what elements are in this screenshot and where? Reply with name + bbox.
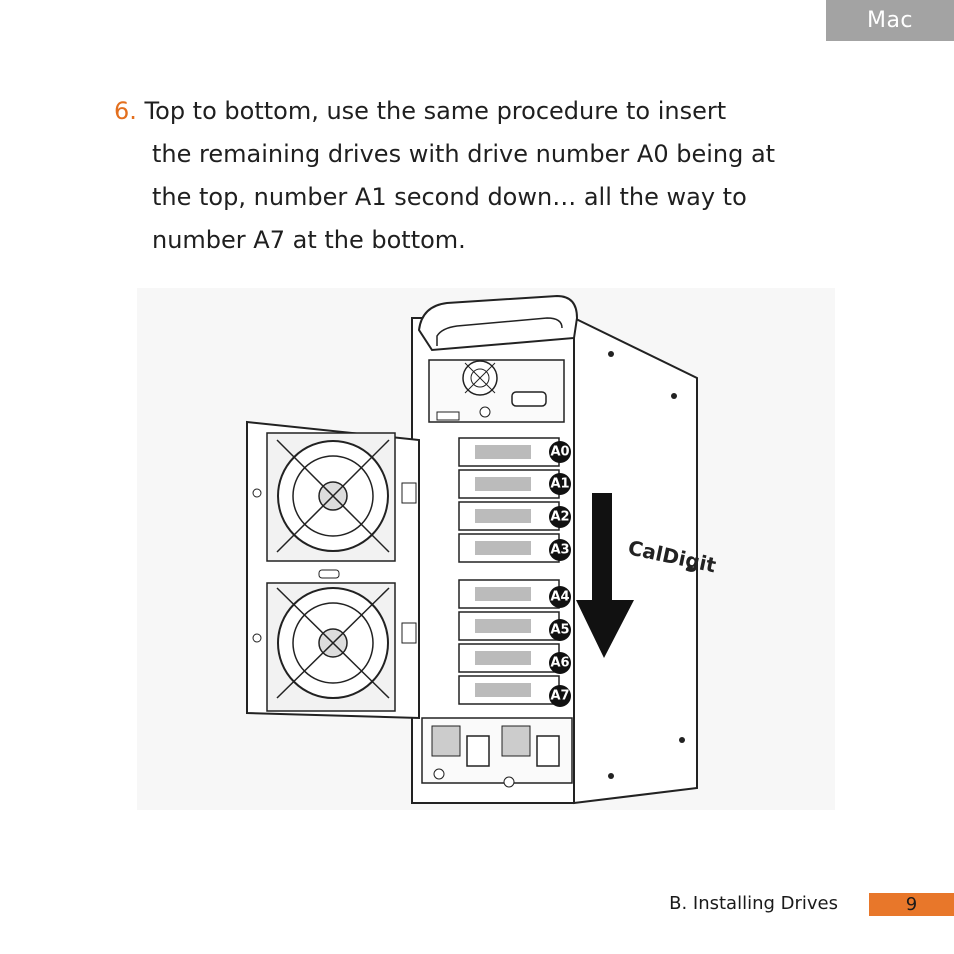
step-line-3: the top, number A1 second down… all the … (152, 183, 747, 211)
section-tab-mac: Mac (826, 0, 954, 41)
step-text-1: Top to bottom, use the same procedure to… (144, 97, 727, 125)
drive-label-a5: A5 (550, 623, 569, 638)
page-number: 9 (869, 893, 954, 916)
instruction-step: 6. Top to bottom, use the same procedure… (114, 90, 904, 262)
drive-label-a4: A4 (550, 590, 569, 605)
step-line-2: the remaining drives with drive number A… (152, 140, 776, 168)
drive-label-a1: A1 (550, 477, 569, 492)
drive-label-a7: A7 (550, 689, 569, 704)
step-line-4: number A7 at the bottom. (152, 226, 466, 254)
drive-label-a2: A2 (550, 510, 569, 525)
step-line-1: 6. Top to bottom, use the same procedure… (114, 90, 904, 133)
footer-section-label: B. Installing Drives (669, 893, 838, 914)
down-arrow-icon (576, 493, 634, 658)
step-number: 6. (114, 97, 137, 125)
drive-label-a0: A0 (550, 445, 569, 460)
drive-label-a6: A6 (550, 656, 569, 671)
enclosure-drawing: A0 A1 A2 A3 A4 A5 A6 A7 CalDigit (246, 294, 719, 805)
drive-enclosure-illustration: A0 A1 A2 A3 A4 A5 A6 A7 CalDigit (137, 288, 835, 810)
drive-label-a3: A3 (550, 543, 569, 558)
